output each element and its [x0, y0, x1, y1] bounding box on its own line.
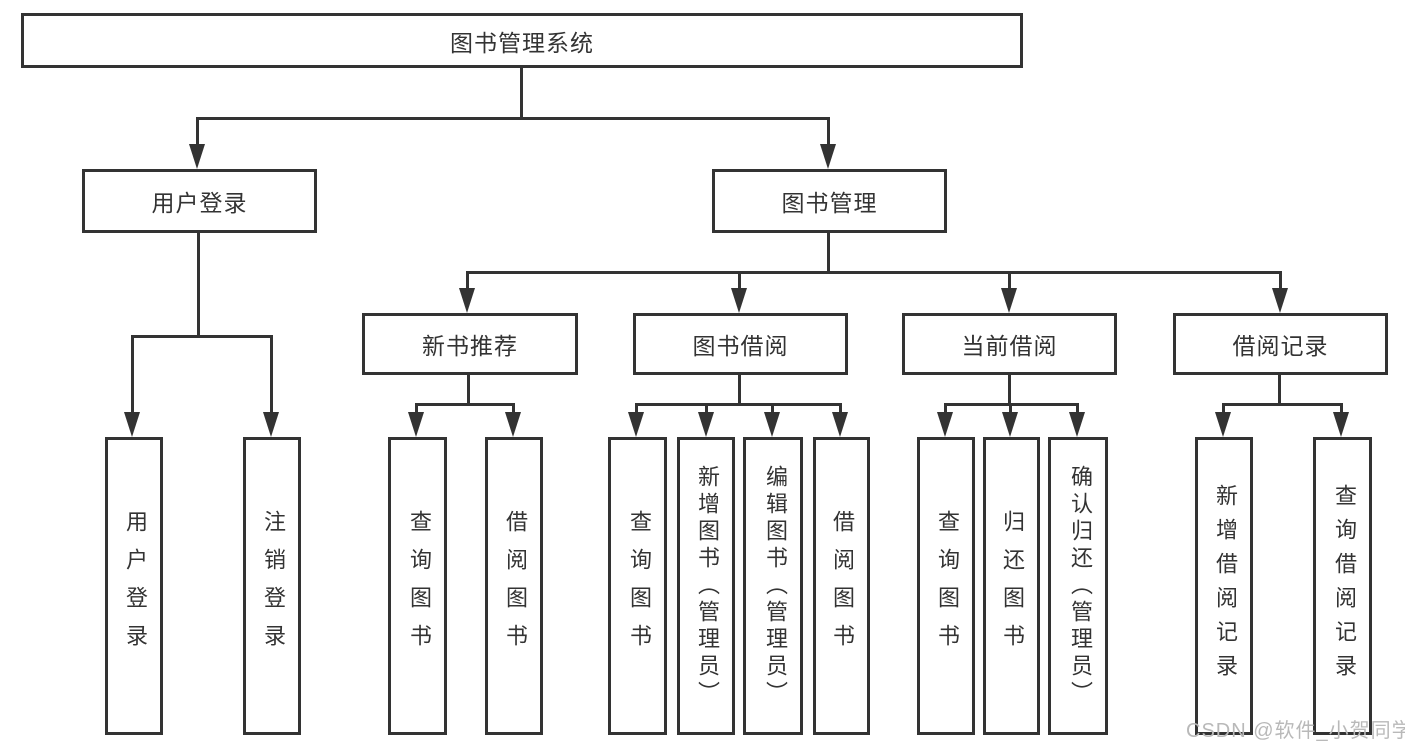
connector-vline	[415, 403, 418, 415]
connector-vline	[705, 403, 708, 415]
arrow-down-icon	[1333, 412, 1349, 437]
connector-vline	[839, 403, 842, 415]
leaf-add-borrow-record: 新增借阅记录	[1195, 437, 1253, 735]
connector-vline	[512, 403, 515, 415]
node-root: 图书管理系统	[21, 13, 1023, 68]
leaf-edit-book-admin: 编辑图书（管理员）	[743, 437, 803, 735]
leaf-add-book-admin: 新增图书（管理员）	[677, 437, 735, 735]
connector-vline	[738, 271, 741, 293]
watermark: CSDN @软件_小贺同学	[1186, 720, 1405, 742]
connector-vline	[197, 233, 200, 336]
connector-vline	[467, 375, 470, 406]
arrow-down-icon	[408, 412, 424, 437]
node-book-management: 图书管理	[712, 169, 947, 233]
arrow-down-icon	[1002, 412, 1018, 437]
leaf-query-books-recommend: 查询图书	[388, 437, 447, 735]
leaf-user-login: 用户登录	[105, 437, 163, 735]
arrow-down-icon	[1215, 412, 1231, 437]
arrow-down-icon	[1001, 288, 1017, 313]
arrow-down-icon	[189, 144, 205, 169]
leaf-query-borrow-record: 查询借阅记录	[1313, 437, 1372, 735]
node-book-borrowing: 图书借阅	[633, 313, 848, 375]
connector-hline	[196, 117, 830, 120]
arrow-down-icon	[263, 412, 279, 437]
connector-vline	[1340, 403, 1343, 415]
connector-vline	[771, 403, 774, 415]
connector-hline	[131, 335, 273, 338]
connector-vline	[635, 403, 638, 415]
connector-vline	[1278, 375, 1281, 406]
connector-hline	[415, 403, 515, 406]
node-borrowing-records: 借阅记录	[1173, 313, 1388, 375]
arrow-down-icon	[698, 412, 714, 437]
arrow-down-icon	[505, 412, 521, 437]
leaf-borrow-books-borrowing: 借阅图书	[813, 437, 870, 735]
connector-vline	[1008, 375, 1011, 406]
arrow-down-icon	[1272, 288, 1288, 313]
connector-hline	[635, 403, 842, 406]
connector-vline	[827, 117, 830, 147]
node-user-login: 用户登录	[82, 169, 317, 233]
connector-vline	[196, 117, 199, 147]
leaf-return-books: 归还图书	[983, 437, 1040, 735]
arrow-down-icon	[937, 412, 953, 437]
leaf-borrow-books-recommend: 借阅图书	[485, 437, 543, 735]
connector-vline	[131, 335, 134, 415]
arrow-down-icon	[124, 412, 140, 437]
leaf-query-books-borrowing: 查询图书	[608, 437, 667, 735]
arrow-down-icon	[731, 288, 747, 313]
connector-hline	[466, 271, 1282, 274]
arrow-down-icon	[820, 144, 836, 169]
node-new-book-recommend: 新书推荐	[362, 313, 578, 375]
connector-vline	[1279, 271, 1282, 293]
leaf-logout: 注销登录	[243, 437, 301, 735]
connector-vline	[1222, 403, 1225, 415]
arrow-down-icon	[1069, 412, 1085, 437]
connector-vline	[944, 403, 947, 415]
connector-vline	[1008, 271, 1011, 293]
connector-hline	[1222, 403, 1343, 406]
connector-vline	[738, 375, 741, 406]
connector-vline	[466, 271, 469, 293]
node-current-borrowing: 当前借阅	[902, 313, 1117, 375]
connector-vline	[270, 335, 273, 415]
arrow-down-icon	[832, 412, 848, 437]
connector-vline	[1076, 403, 1079, 415]
connector-vline	[1009, 403, 1012, 415]
connector-vline	[520, 68, 523, 119]
leaf-confirm-return-admin: 确认归还（管理员）	[1048, 437, 1108, 735]
arrow-down-icon	[628, 412, 644, 437]
arrow-down-icon	[764, 412, 780, 437]
arrow-down-icon	[459, 288, 475, 313]
leaf-query-books-current: 查询图书	[917, 437, 975, 735]
connector-vline	[827, 233, 830, 273]
